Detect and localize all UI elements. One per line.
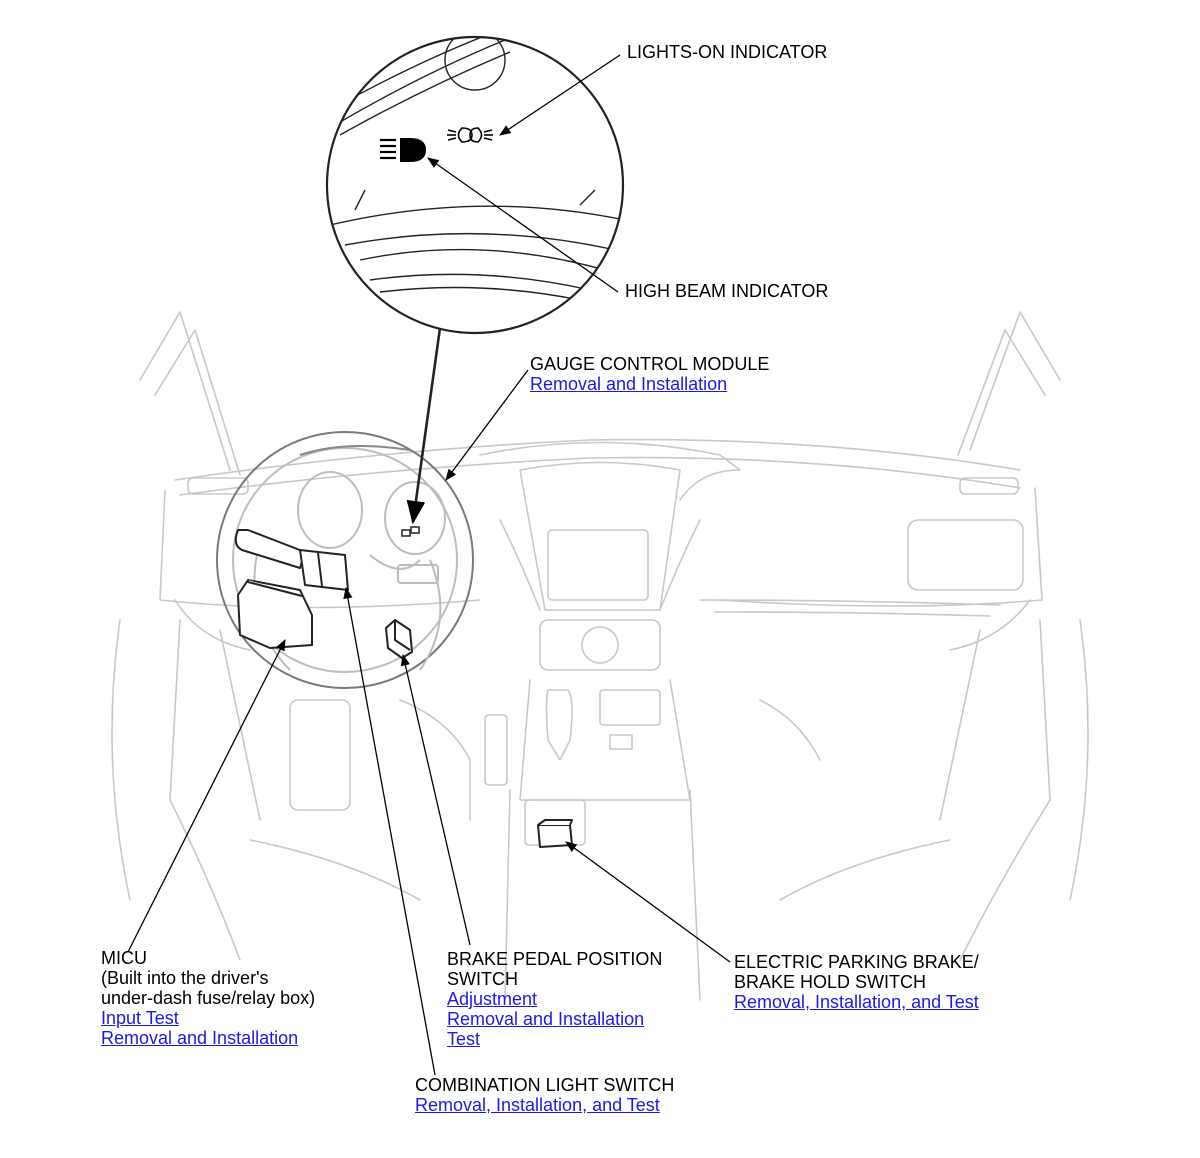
callout-line: ELECTRIC PARKING BRAKE/	[734, 952, 979, 972]
callout-line: under-dash fuse/relay box)	[101, 988, 316, 1008]
combo-removal-installation-test-link[interactable]: Removal, Installation, and Test	[415, 1095, 660, 1115]
combination-light-switch	[234, 529, 349, 591]
epb-switch	[537, 819, 573, 848]
brake-pedal-position-switch-callout: BRAKE PEDAL POSITION SWITCH Adjustment R…	[447, 949, 662, 1049]
brake-pedal-position-switch	[385, 619, 413, 659]
callout-line: BRAKE PEDAL POSITION	[447, 949, 663, 969]
callout-line: (Built into the driver's	[101, 968, 269, 988]
vehicle-interior-lineart	[111, 311, 1089, 1001]
callout-title: COMBINATION LIGHT SWITCH	[415, 1075, 675, 1095]
epb-removal-installation-test-link[interactable]: Removal, Installation, and Test	[734, 992, 979, 1012]
micu-box	[237, 579, 313, 649]
lights-on-indicator-icon	[447, 127, 493, 143]
lights-on-indicator-callout: LIGHTS-ON INDICATOR	[627, 42, 827, 62]
callout-line: SWITCH	[447, 969, 518, 989]
callout-line: MICU	[101, 948, 147, 968]
brake-removal-installation-link[interactable]: Removal and Installation	[447, 1009, 645, 1029]
micu-removal-installation-link[interactable]: Removal and Installation	[101, 1028, 299, 1048]
gauge-control-module-callout: GAUGE CONTROL MODULE Removal and Install…	[530, 354, 769, 394]
micu-callout: MICU (Built into the driver's under-dash…	[101, 948, 315, 1048]
steering-wheel-lineart	[216, 431, 474, 689]
zoom-connector	[406, 327, 442, 525]
high-beam-indicator-icon	[380, 138, 426, 162]
callout-line: BRAKE HOLD SWITCH	[734, 972, 927, 992]
gauge-removal-installation-link[interactable]: Removal and Installation	[530, 374, 728, 394]
high-beam-indicator-callout: HIGH BEAM INDICATOR	[625, 281, 828, 301]
callout-title: GAUGE CONTROL MODULE	[530, 354, 770, 374]
callout-title: HIGH BEAM INDICATOR	[625, 281, 829, 301]
gauge-zoom-circle	[325, 35, 625, 335]
micu-input-test-link[interactable]: Input Test	[101, 1008, 179, 1028]
brake-adjustment-link[interactable]: Adjustment	[447, 989, 538, 1009]
brake-test-link[interactable]: Test	[447, 1029, 481, 1049]
electric-parking-brake-callout: ELECTRIC PARKING BRAKE/ BRAKE HOLD SWITC…	[734, 952, 979, 1012]
gauge-indicator-marks	[401, 526, 420, 537]
callout-title: LIGHTS-ON INDICATOR	[627, 42, 828, 62]
leader-lines	[127, 54, 731, 1076]
combination-light-switch-callout: COMBINATION LIGHT SWITCH Removal, Instal…	[415, 1075, 674, 1115]
